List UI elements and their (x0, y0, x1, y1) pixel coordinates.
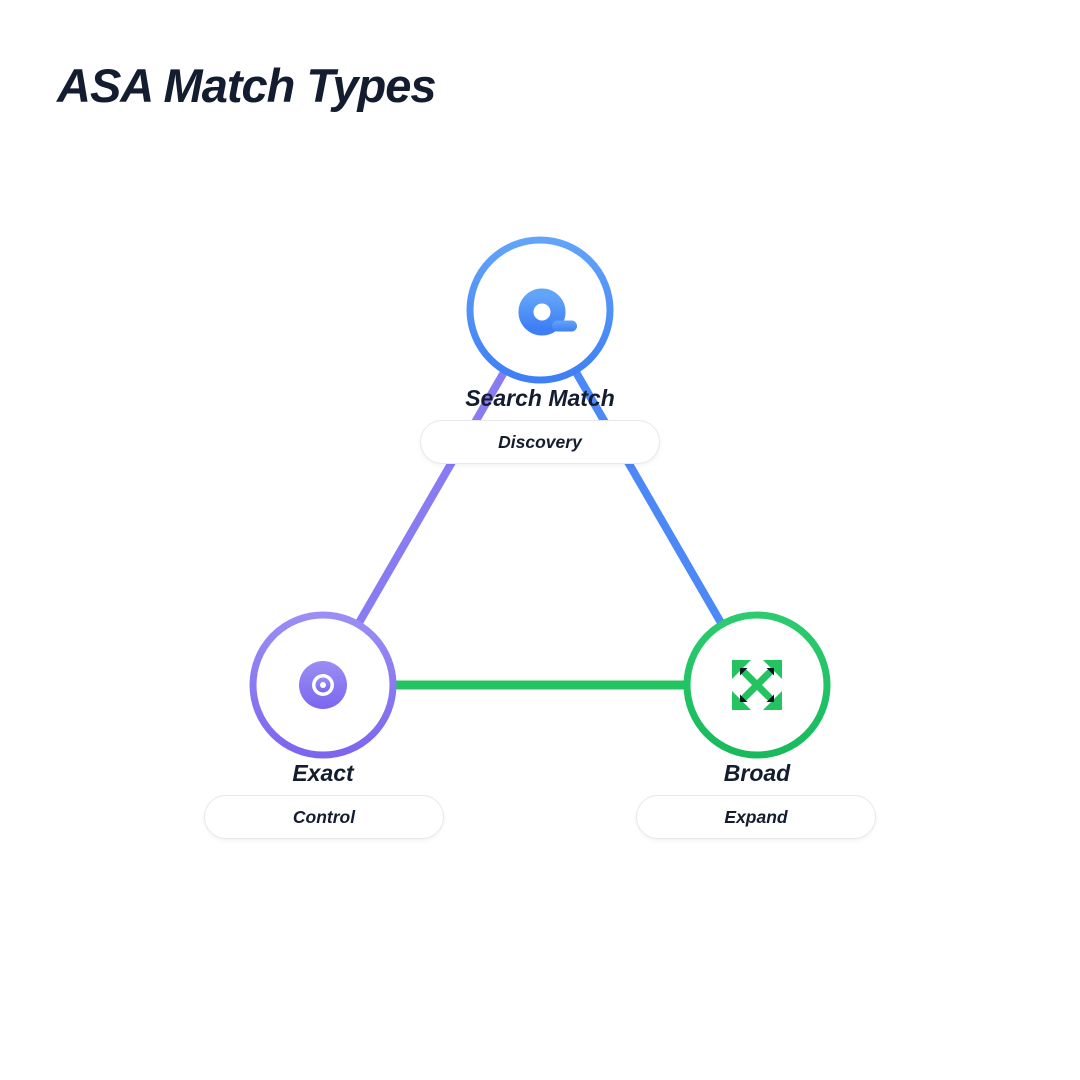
page-title: ASA Match Types (57, 59, 436, 112)
node-circle-broad (683, 611, 831, 759)
node-label-exact: Exact (292, 760, 354, 786)
node-label-search-match: Search Match (465, 385, 615, 411)
expand-arrows-icon (732, 660, 782, 710)
node-label-broad: Broad (723, 760, 791, 786)
node-circle-search-match (466, 236, 614, 384)
badge-expand: Expand (636, 795, 876, 839)
badge-discovery: Discovery (420, 420, 660, 464)
search-icon (518, 288, 577, 336)
badge-control: Control (204, 795, 444, 839)
node-circle-exact (249, 611, 397, 759)
target-icon (299, 661, 347, 709)
